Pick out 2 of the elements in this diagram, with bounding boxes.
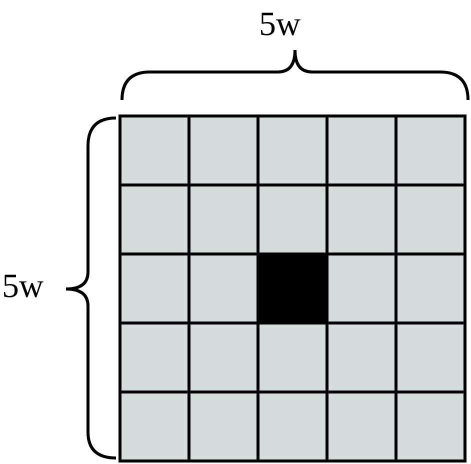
dimension-label: 5w: [259, 8, 301, 42]
dimension-label: 5w: [2, 270, 44, 304]
